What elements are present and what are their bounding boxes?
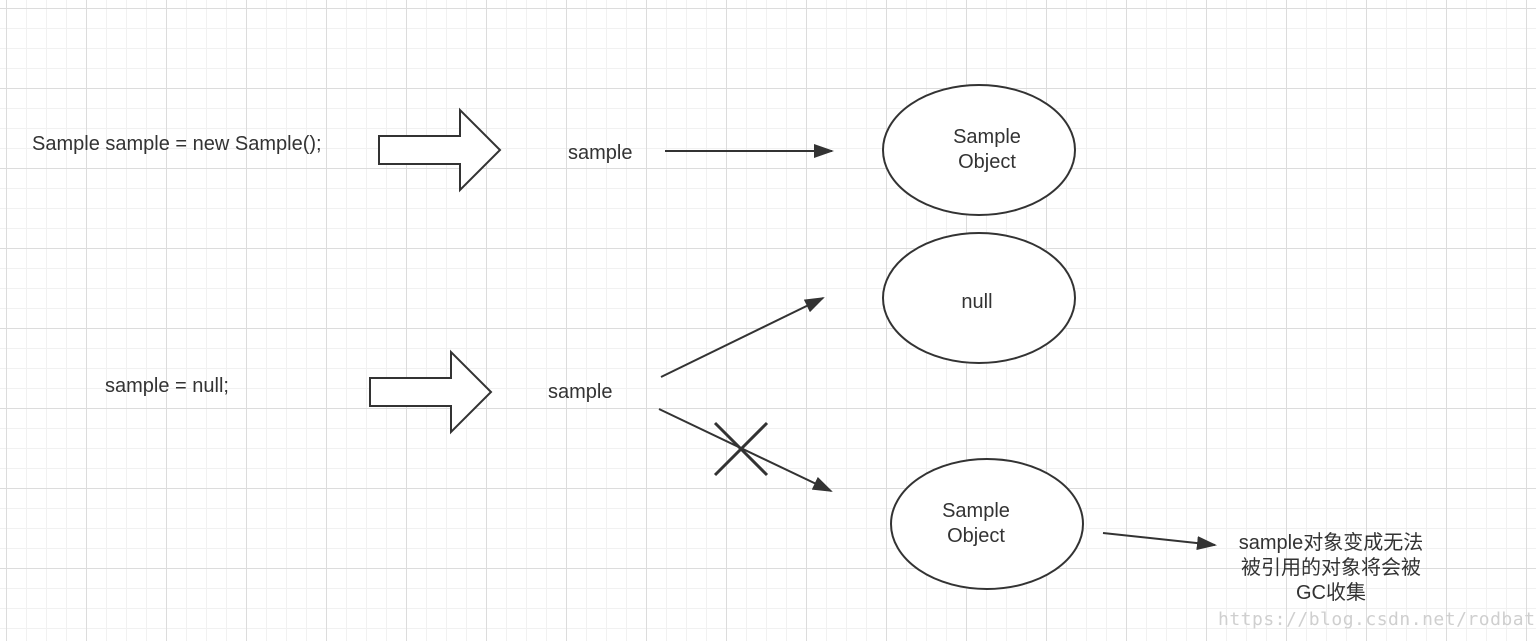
object-bottom-label-line2: Object <box>947 525 1005 547</box>
broken-reference-arrow <box>658 408 833 492</box>
reference-label-bottom: sample <box>548 381 613 403</box>
code-line-new: Sample sample = new Sample(); <box>32 133 322 155</box>
object-top-label-line2: Object <box>958 151 1016 173</box>
cross-icon <box>713 421 769 477</box>
watermark: https://blog.csdn.net/rodbate <box>1218 609 1536 630</box>
reference-arrow-to-null <box>660 297 825 378</box>
gc-arrow <box>1102 532 1217 551</box>
block-arrow-bottom <box>369 349 493 435</box>
reference-label-top: sample <box>568 142 633 164</box>
block-arrow-top <box>378 107 502 193</box>
null-label: null <box>961 291 993 313</box>
gc-note: sample对象变成无法被引用的对象将会被GC收集 <box>1238 532 1424 604</box>
object-top-label-line1: Sample <box>953 126 1021 148</box>
object-ellipse-bottom <box>890 458 1084 590</box>
object-ellipse-top <box>882 84 1076 216</box>
object-bottom-label-line1: Sample <box>942 500 1010 522</box>
null-ellipse <box>882 232 1076 364</box>
code-line-null: sample = null; <box>105 375 229 397</box>
